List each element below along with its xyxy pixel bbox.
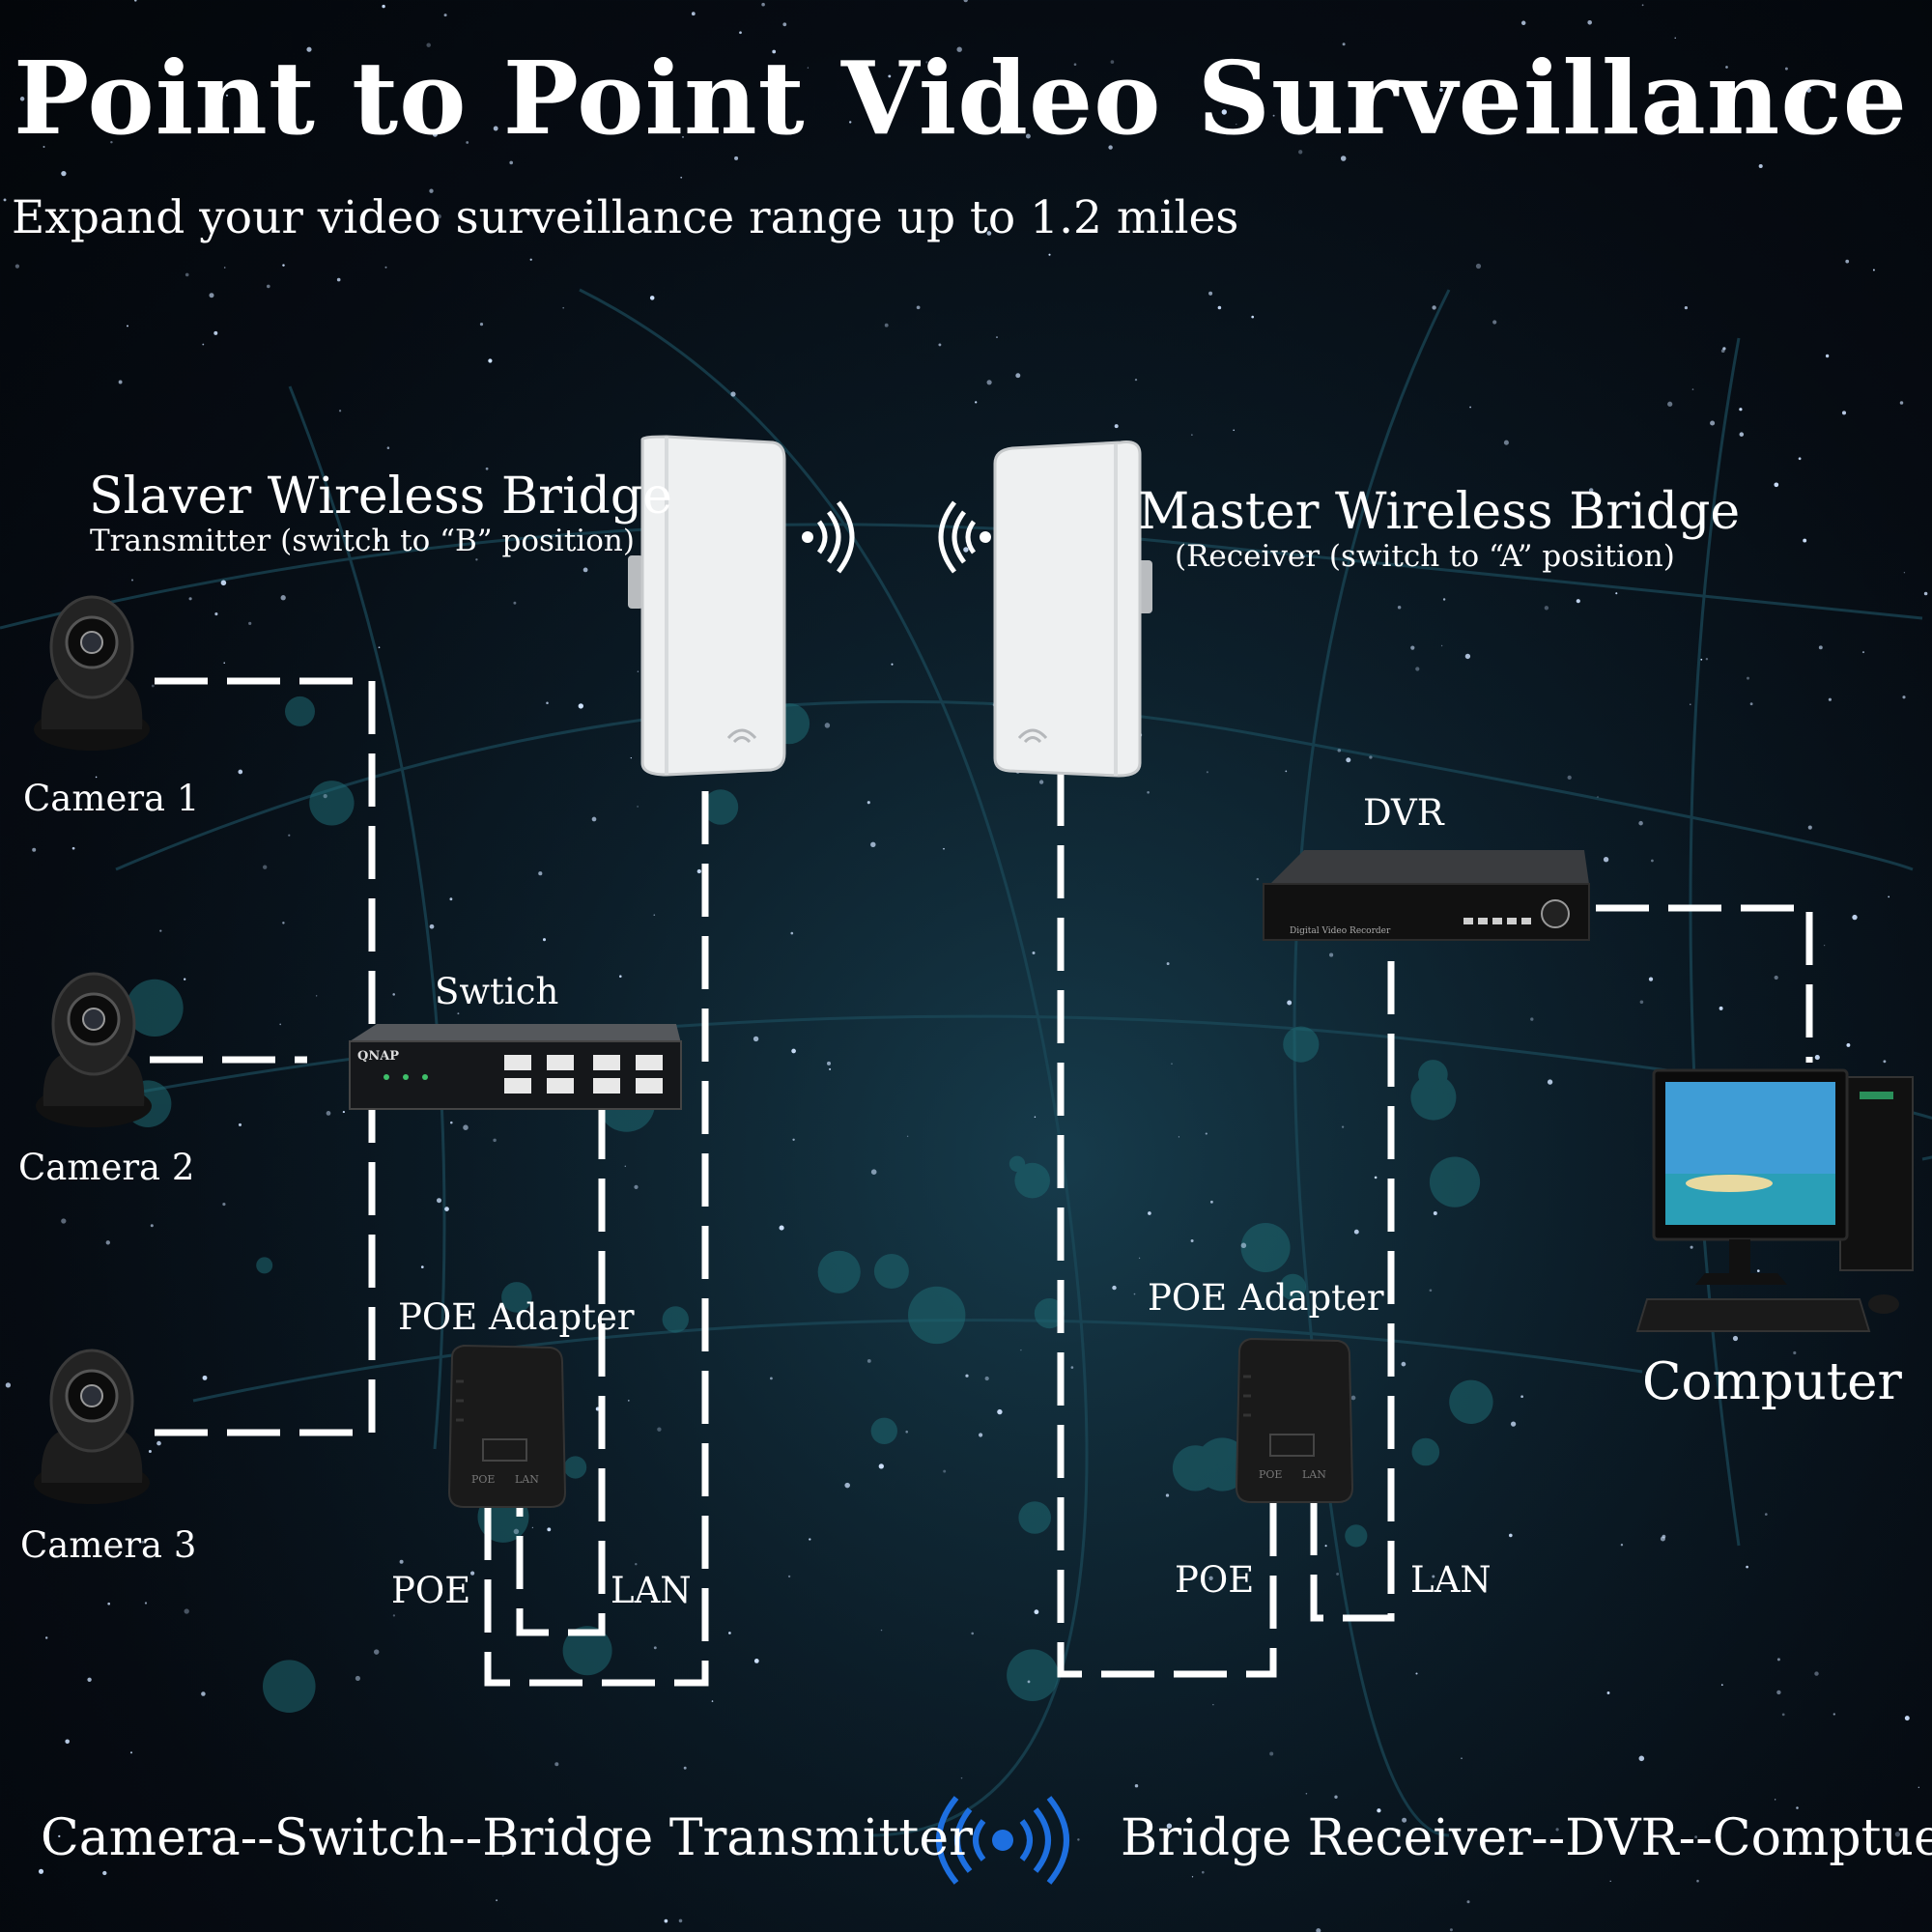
camera-3-label: Camera 3: [20, 1524, 196, 1566]
slaver-bridge-subtitle: Transmitter (switch to “B” position): [90, 524, 635, 558]
left-adapter-label: POE Adapter: [398, 1296, 635, 1338]
camera1-to-switch-line: [155, 681, 372, 1024]
camera-2-label: Camera 2: [18, 1147, 194, 1188]
switch-brand-text: QNAP: [357, 1049, 399, 1064]
dvr-label: DVR: [1363, 792, 1444, 834]
dvr-to-computer-line: [1596, 908, 1809, 1063]
slaver-bridge-title: Slaver Wireless Bridge: [89, 468, 672, 526]
master-bridge-subtitle: (Receiver (switch to “A” position): [1175, 539, 1675, 574]
master-bridge-device: [995, 442, 1152, 777]
left-poe-label: POE: [391, 1570, 470, 1611]
camera-1-device: [34, 597, 150, 751]
dvr-device: Digital Video Recorder: [1264, 850, 1589, 940]
signal-wave-icon: [941, 502, 991, 572]
master-bridge-to-right-adapter-poe-line: [1061, 773, 1273, 1674]
page-title: Point to Point Video Surveillance: [14, 39, 1908, 157]
dvr-device-text: Digital Video Recorder: [1290, 926, 1391, 936]
right-poe-label: POE: [1175, 1559, 1254, 1601]
left-adapter-port-lan: LAN: [515, 1473, 539, 1486]
left-lan-label: LAN: [611, 1570, 692, 1611]
switch-label: Swtich: [435, 971, 558, 1012]
connection-lines: [150, 681, 1809, 1683]
right-lan-label: LAN: [1410, 1559, 1492, 1601]
footer-right-caption: Bridge Receiver--DVR--Comptuer: [1121, 1809, 1932, 1867]
footer-left-caption: Camera--Switch--Bridge Transmitter: [41, 1809, 973, 1867]
right-adapter-port-lan: LAN: [1302, 1468, 1326, 1481]
camera-2-device: [36, 974, 152, 1127]
right-adapter-port-poe: POE: [1259, 1468, 1282, 1481]
master-bridge-title: Master Wireless Bridge: [1138, 483, 1740, 541]
camera-3-device: [34, 1350, 150, 1504]
page-subtitle: Expand your video surveillance range up …: [12, 191, 1238, 244]
right-adapter-label: POE Adapter: [1148, 1277, 1384, 1319]
switch-device: QNAP: [350, 1024, 681, 1109]
left-poe-adapter-device: POE LAN: [449, 1346, 565, 1507]
left-adapter-port-poe: POE: [471, 1473, 495, 1486]
signal-wave-icon: [802, 502, 852, 572]
computer-label: Computer: [1642, 1352, 1902, 1411]
camera-1-label: Camera 1: [23, 778, 199, 819]
computer-device: [1637, 1070, 1913, 1331]
right-poe-adapter-device: POE LAN: [1236, 1339, 1352, 1502]
